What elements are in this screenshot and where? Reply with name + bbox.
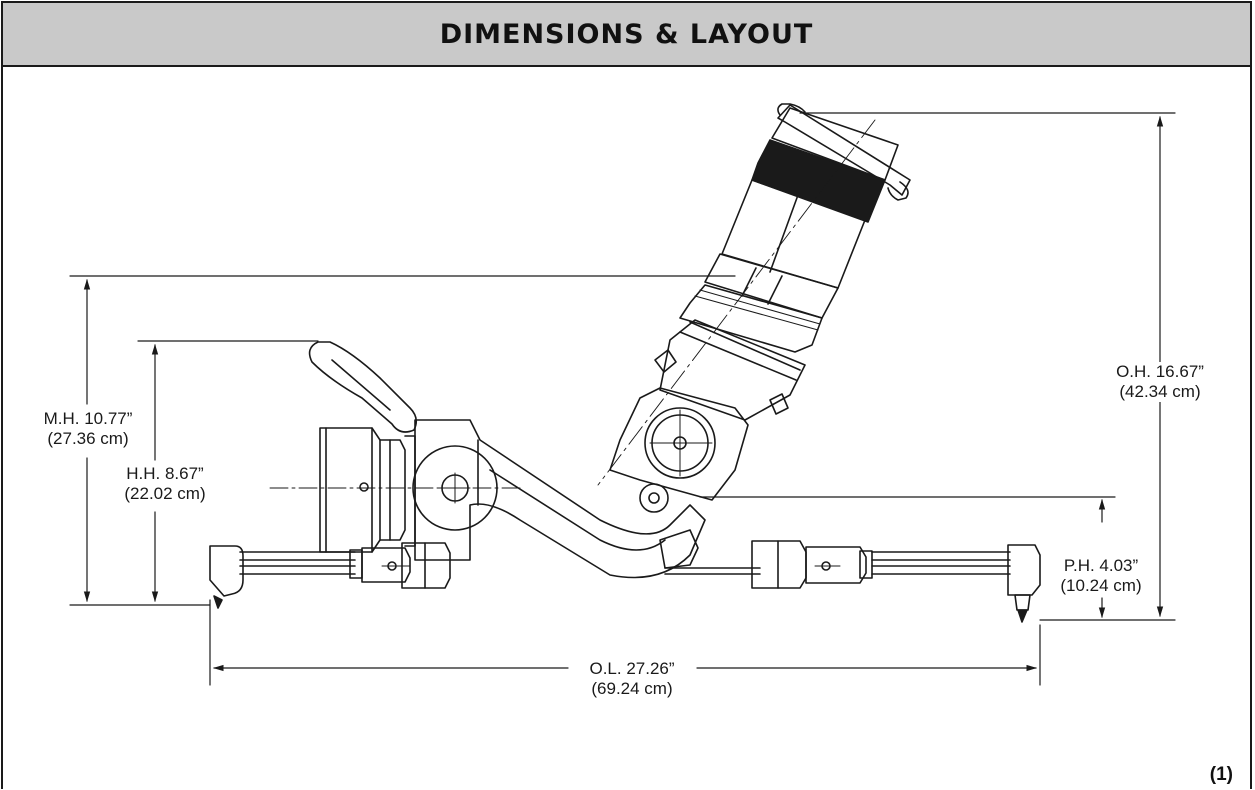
ph-dimension-inches: P.H. 4.03” <box>1063 556 1139 575</box>
right-leg <box>751 540 1041 623</box>
oh-dimension-cm: (42.34 cm) <box>1119 382 1201 401</box>
valve-body <box>269 341 761 579</box>
ol-dimension-label: O.L. 27.26” (69.24 cm) <box>570 659 694 699</box>
nozzle-barrel <box>597 103 911 486</box>
inlet-coupling <box>319 427 416 553</box>
ph-dimension-cm: (10.24 cm) <box>1060 576 1142 595</box>
section-title: DIMENSIONS & LAYOUT <box>439 18 814 50</box>
mh-dimension-cm: (27.36 cm) <box>47 429 129 448</box>
hh-dimension-inches: H.H. 8.67” <box>126 464 204 483</box>
ol-dimension-cm: (69.24 cm) <box>591 679 673 698</box>
section-header: DIMENSIONS & LAYOUT <box>3 3 1250 67</box>
dimension-lines <box>69 112 1176 686</box>
oh-dimension-label: O.H. 16.67” (42.34 cm) <box>1104 362 1216 402</box>
figure-number: (1) <box>1209 764 1233 785</box>
mh-dimension-label: M.H. 10.77” (27.36 cm) <box>36 409 140 449</box>
ph-dimension-label: P.H. 4.03” (10.24 cm) <box>1051 556 1151 596</box>
hh-dimension-cm: (22.02 cm) <box>124 484 206 503</box>
mh-dimension-inches: M.H. 10.77” <box>43 409 133 428</box>
swivel-elbow <box>609 349 789 513</box>
ol-dimension-inches: O.L. 27.26” <box>589 659 675 678</box>
oh-dimension-inches: O.H. 16.67” <box>1116 362 1204 381</box>
hh-dimension-label: H.H. 8.67” (22.02 cm) <box>115 464 215 504</box>
